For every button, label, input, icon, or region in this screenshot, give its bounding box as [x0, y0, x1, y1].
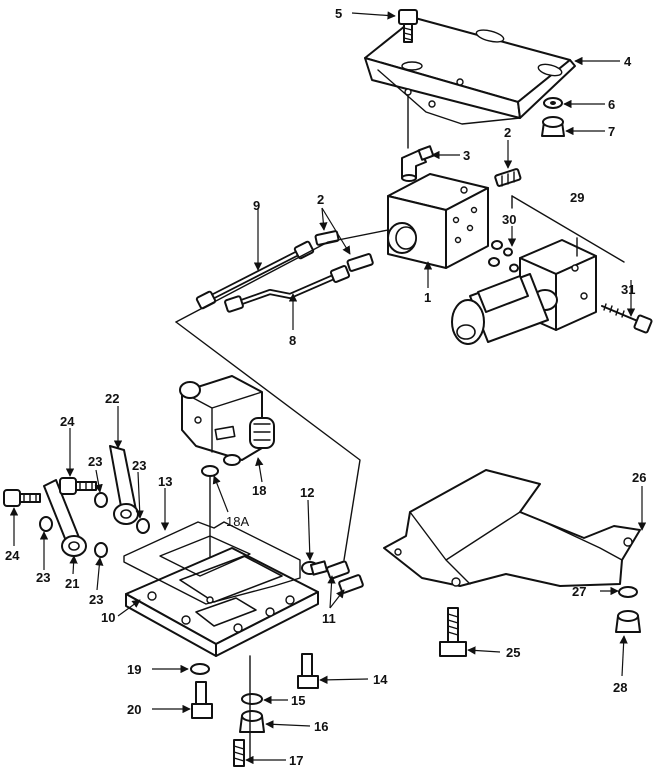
- nut-7: [541, 116, 565, 137]
- pins-24: [3, 477, 97, 507]
- callout-8: 8: [289, 333, 296, 348]
- tube-8: [224, 265, 351, 313]
- callout-27: 27: [572, 584, 586, 599]
- callout-24-lower: 24: [5, 548, 20, 563]
- callout-3: 3: [463, 148, 470, 163]
- callout-23-c: 23: [36, 570, 50, 585]
- callout-29: 29: [570, 190, 584, 205]
- nut-28: [615, 610, 641, 633]
- callout-12: 12: [300, 485, 314, 500]
- bolt-25: [439, 607, 467, 657]
- nut-16: [239, 710, 265, 733]
- callout-23-d: 23: [89, 592, 103, 607]
- washer-6: [543, 97, 563, 109]
- washer-19: [190, 663, 210, 675]
- shield-26: [383, 469, 641, 587]
- callout-9: 9: [253, 198, 260, 213]
- fitting-2-right: [494, 168, 522, 187]
- callout-30: 30: [502, 212, 516, 227]
- callout-25: 25: [506, 645, 520, 660]
- callout-23-a: 23: [88, 454, 102, 469]
- callout-14: 14: [373, 672, 388, 687]
- callout-18: 18: [252, 483, 266, 498]
- callout-7: 7: [608, 124, 615, 139]
- plug-12: [301, 560, 329, 576]
- callout-19: 19: [127, 662, 141, 677]
- screw-31: [601, 303, 653, 334]
- callout-18a: 18A: [226, 514, 249, 529]
- callout-2-right: 2: [504, 125, 511, 140]
- callout-1: 1: [424, 290, 431, 305]
- o-rings-30: [488, 240, 519, 273]
- callout-24-upper: 24: [60, 414, 75, 429]
- callout-4: 4: [624, 54, 632, 69]
- bolt-14: [297, 653, 319, 689]
- gasket-13: [123, 521, 301, 605]
- lever-21: [43, 479, 87, 557]
- solenoid-29: [451, 239, 597, 345]
- washer-15: [241, 693, 263, 705]
- callout-17: 17: [289, 753, 303, 768]
- control-valve-18: [179, 375, 275, 466]
- callout-26: 26: [632, 470, 646, 485]
- callout-23-b: 23: [132, 458, 146, 473]
- leader-lines: [9, 11, 647, 765]
- washer-27: [618, 586, 638, 598]
- callout-20: 20: [127, 702, 141, 717]
- callouts: 5 4 6 7 3 2 2 29 30 9 1 31 8 22 24 23 23…: [5, 6, 646, 768]
- callout-21: 21: [65, 576, 79, 591]
- tube-9: [195, 240, 315, 310]
- bolt-20: [191, 681, 213, 719]
- callout-11: 11: [322, 611, 336, 626]
- fitting-11b: [338, 574, 364, 594]
- o-ring-18a: [201, 465, 219, 477]
- callout-31: 31: [621, 282, 635, 297]
- callout-28: 28: [613, 680, 627, 695]
- callout-13: 13: [158, 474, 172, 489]
- mounting-bracket: [364, 17, 576, 125]
- stud-17: [233, 739, 245, 767]
- callout-22: 22: [105, 391, 119, 406]
- bolt-5: [398, 9, 418, 43]
- rings-23: [39, 492, 150, 558]
- elbow-fitting-3: [401, 145, 435, 182]
- callout-15: 15: [291, 693, 305, 708]
- callout-6: 6: [608, 97, 615, 112]
- callout-2-left: 2: [317, 192, 324, 207]
- valve-block: [387, 173, 489, 269]
- callout-16: 16: [314, 719, 328, 734]
- fitting-2-left-lower: [346, 253, 374, 272]
- callout-10: 10: [101, 610, 115, 625]
- callout-5: 5: [335, 6, 342, 21]
- base-plate-10: [125, 547, 319, 657]
- fitting-11a: [326, 560, 350, 580]
